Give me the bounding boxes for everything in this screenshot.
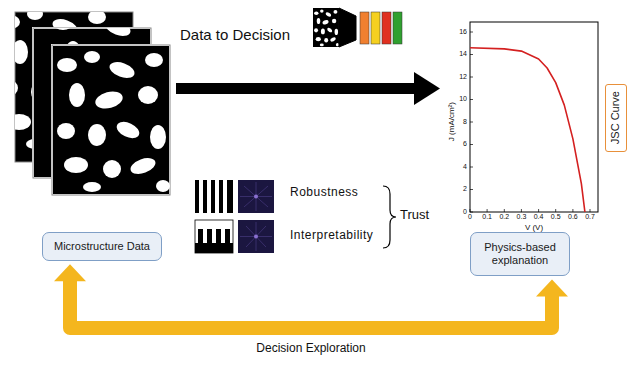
axis-title: V (V)	[525, 223, 543, 232]
tick-label: 0.4	[534, 213, 544, 221]
tick-label: 16	[459, 28, 467, 36]
tick-label: 14	[459, 50, 467, 58]
tick-label: 0.1	[482, 213, 492, 221]
tick-label: 4	[463, 163, 467, 171]
data-arrow	[176, 72, 440, 105]
trust-label: Trust	[400, 208, 429, 223]
arrow-head	[54, 264, 86, 281]
curve-tag: JSC Curve	[605, 84, 627, 152]
model-icon	[313, 8, 402, 47]
node-text: JSC Curve	[609, 91, 622, 144]
property-label: Interpretability	[290, 229, 373, 243]
tick-label: 0.6	[568, 213, 578, 221]
tick-label: 0.7	[585, 213, 595, 221]
tick-label: 0.3	[517, 213, 527, 221]
node-text: Microstructure Data	[53, 240, 151, 253]
tick-label: 0	[463, 208, 467, 216]
explanation-box: Physics-based explanation	[470, 232, 570, 276]
trust-bracket	[383, 186, 396, 248]
tick-label: 2	[463, 185, 467, 193]
test-patterns	[195, 180, 274, 253]
tick-label: 0.5	[551, 213, 561, 221]
edge-label: Decision Exploration	[256, 342, 365, 356]
tick-label: 0	[468, 213, 472, 221]
arrow-body	[70, 280, 552, 328]
microstructure-stack	[0, 8, 170, 195]
property-label: Robustness	[290, 186, 358, 200]
tick-label: 8	[463, 118, 467, 126]
axis-title: J (mA/cm²)	[447, 102, 456, 141]
stage-title: Data to Decision	[180, 26, 290, 43]
data-box: Microstructure Data	[42, 232, 162, 261]
tick-label: 12	[459, 73, 467, 81]
tick-label: 6	[463, 140, 467, 148]
arrow-head	[536, 279, 568, 296]
tick-label: 0.2	[499, 213, 509, 221]
node-text: Physics-based explanation	[479, 241, 561, 267]
jv-plot	[470, 22, 598, 212]
tick-label: 10	[459, 95, 467, 103]
